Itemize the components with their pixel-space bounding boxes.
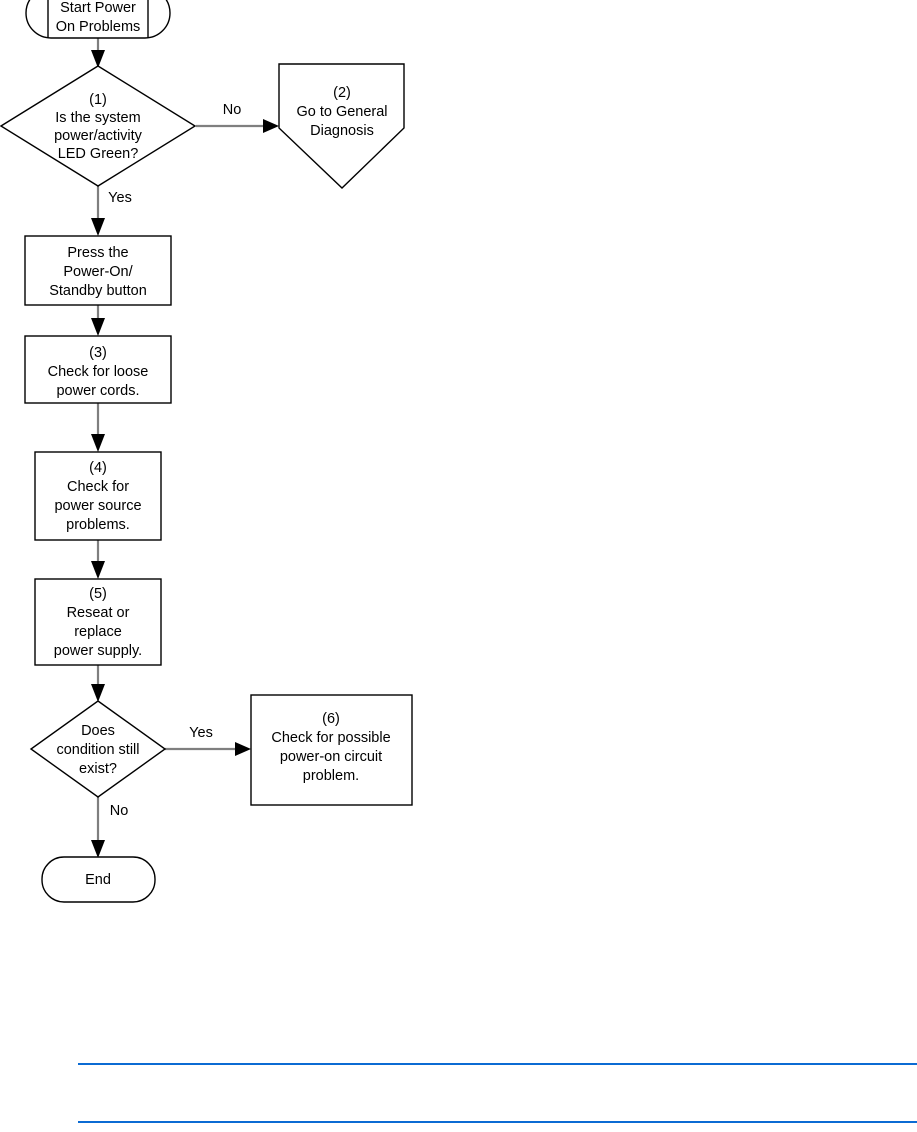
decision-condition-line-2: condition still <box>56 742 139 758</box>
edge-press-power-to-check-cords <box>91 305 105 336</box>
edge-label-yes-1: Yes <box>108 190 132 206</box>
reseat-supply-line-1: Reseat or <box>67 605 130 621</box>
check-source-line-1: Check for <box>67 479 129 495</box>
circuit-problem-step-number: (6) <box>322 711 340 727</box>
reseat-supply-line-3: power supply. <box>54 643 142 659</box>
edge-decision2-yes: Yes <box>165 725 251 756</box>
footer-rules-layer <box>78 1063 917 1123</box>
edge-start-to-decision1 <box>91 38 105 68</box>
check-source-line-3: problems. <box>66 517 130 533</box>
circuit-problem-line-3: problem. <box>303 768 359 784</box>
decision-condition-line-3: exist? <box>79 761 117 777</box>
decision-led-green-shape <box>0 65 197 187</box>
edge-label-no-2: No <box>110 803 129 819</box>
node-press-power-on-standby-button[interactable]: Press the Power-On/ Standby button <box>24 235 172 306</box>
connectors-layer: No Yes <box>91 38 279 858</box>
press-power-line-2: Power-On/ <box>63 264 133 280</box>
check-cords-shape <box>24 335 172 404</box>
general-diagnosis-line-2: Diagnosis <box>310 123 374 139</box>
decision-led-green-line-2: power/activity <box>54 128 143 144</box>
edge-check-source-to-reseat-supply <box>91 540 105 579</box>
node-check-loose-power-cords[interactable]: (3) Check for loose power cords. <box>24 335 172 404</box>
node-reseat-or-replace-power-supply[interactable]: (5) Reseat or replace power supply. <box>34 578 162 666</box>
node-decision-condition-still-exist[interactable]: Does condition still exist? <box>29 700 167 798</box>
check-cords-step-number: (3) <box>89 345 107 361</box>
edge-label-no-1: No <box>223 102 242 118</box>
press-power-line-3: Standby button <box>49 283 147 299</box>
check-source-step-number: (4) <box>89 460 107 476</box>
check-source-shape <box>34 451 162 541</box>
start-label-line-1: Start Power <box>60 0 136 16</box>
edge-reseat-supply-to-decision2 <box>91 665 105 702</box>
end-shape <box>41 856 156 903</box>
circuit-problem-line-2: power-on circuit <box>280 749 382 765</box>
reseat-supply-line-2: replace <box>74 624 122 640</box>
reseat-supply-step-number: (5) <box>89 586 107 602</box>
node-go-to-general-diagnosis[interactable]: (2) Go to General Diagnosis <box>278 63 405 189</box>
circuit-problem-shape <box>250 694 413 806</box>
edge-label-yes-2: Yes <box>189 725 213 741</box>
start-label-line-2: On Problems <box>56 19 141 35</box>
edge-check-cords-to-check-source <box>91 403 105 452</box>
node-check-power-source-problems[interactable]: (4) Check for power source problems. <box>34 451 162 541</box>
edge-decision2-no: No <box>91 797 128 858</box>
press-power-shape <box>24 235 172 306</box>
check-cords-line-2: power cords. <box>56 383 139 399</box>
general-diagnosis-step-number: (2) <box>333 85 351 101</box>
decision-led-green-step-number: (1) <box>89 92 107 108</box>
start-shape <box>25 0 171 39</box>
edge-decision1-no: No <box>196 102 279 133</box>
edge-decision1-yes: Yes <box>91 186 132 236</box>
press-power-line-1: Press the <box>67 245 128 261</box>
decision-led-green-line-1: Is the system <box>55 110 140 126</box>
decision-led-green-line-3: LED Green? <box>58 146 139 162</box>
general-diagnosis-line-1: Go to General <box>296 104 387 120</box>
circuit-problem-line-1: Check for possible <box>271 730 390 746</box>
reseat-supply-shape <box>34 578 162 666</box>
check-source-line-2: power source <box>54 498 141 514</box>
node-decision-led-green[interactable]: (1) Is the system power/activity LED Gre… <box>0 65 197 187</box>
end-label: End <box>85 872 111 888</box>
node-start[interactable]: Start Power On Problems <box>25 0 171 39</box>
check-cords-line-1: Check for loose <box>48 364 149 380</box>
node-end[interactable]: End <box>41 856 156 903</box>
node-check-power-on-circuit-problem[interactable]: (6) Check for possible power-on circuit … <box>250 694 413 806</box>
decision-condition-line-1: Does <box>81 723 115 739</box>
decision-condition-shape <box>29 700 167 798</box>
general-diagnosis-shape <box>278 63 405 189</box>
